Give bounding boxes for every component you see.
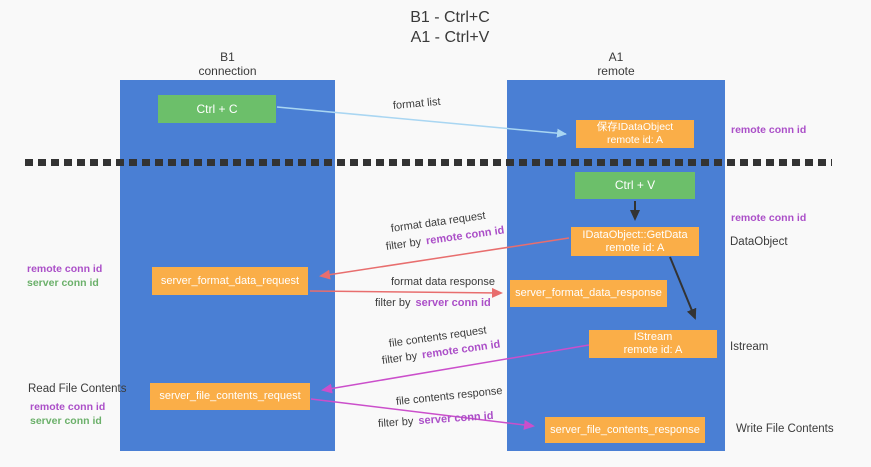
node-ctrl-v: Ctrl + V (575, 172, 695, 199)
node-save-idataobject-line2: remote id: A (606, 134, 664, 146)
node-istream-line1: IStream (633, 331, 673, 343)
lane-header-a1-remote: A1 remote (507, 50, 725, 78)
filter-by-text: filter by (381, 350, 418, 367)
filter-by-server-conn-id-label-2: filter by server conn id (378, 410, 494, 430)
node-server-format-data-request: server_format_data_request (152, 267, 308, 295)
left-remote-conn-id-upper: remote conn id (27, 263, 103, 275)
node-save-idataobject-line1: 保存IDataObject (596, 121, 674, 133)
lane-header-connection: connection (198, 64, 257, 78)
right-remote-conn-id-top: remote conn id (731, 124, 807, 136)
istream-label: Istream (730, 341, 769, 353)
lane-header-a1: A1 (608, 50, 624, 64)
node-server-file-contents-response: server_file_contents_response (545, 417, 705, 443)
dataobject-label: DataObject (730, 236, 788, 248)
write-file-contents-label: Write File Contents (736, 423, 834, 435)
node-ctrl-c: Ctrl + C (158, 95, 276, 123)
left-conn-ids-upper: remote conn id server conn id (27, 262, 102, 290)
node-server-file-contents-response-label: server_file_contents_response (550, 423, 700, 436)
left-server-conn-id-lower: server conn id (30, 415, 102, 427)
lane-header-remote: remote (597, 64, 635, 78)
format-data-response-label: format data response (391, 276, 495, 288)
left-conn-ids-lower: remote conn id server conn id (30, 400, 105, 428)
diagram-title: B1 - Ctrl+C A1 - Ctrl+V (330, 8, 570, 48)
format-data-response-arrow (309, 287, 503, 298)
lane-header-b1: B1 (220, 50, 235, 64)
node-server-file-contents-request-label: server_file_contents_request (159, 390, 301, 402)
read-file-contents-label: Read File Contents (28, 383, 127, 395)
right-remote-conn-id-mid: remote conn id (731, 212, 807, 224)
node-ctrl-v-label: Ctrl + V (614, 178, 656, 192)
node-ctrl-c-label: Ctrl + C (196, 101, 238, 116)
node-istream: IStream remote id: A (589, 330, 717, 358)
node-save-idataobject: 保存IDataObject remote id: A (576, 120, 694, 148)
format-list-label: format list (392, 95, 442, 112)
node-idataobject-getdata-line1: IDataObject::GetData (582, 228, 688, 241)
node-istream-line2: remote id: A (623, 344, 683, 356)
title-line-1: B1 - Ctrl+C (410, 9, 490, 26)
node-idataobject-getdata: IDataObject::GetData remote id: A (571, 227, 699, 256)
filter-by-text: filter by (377, 415, 414, 430)
node-server-format-data-request-label: server_format_data_request (160, 274, 300, 287)
filter-by-text: filter by (385, 236, 422, 253)
left-remote-conn-id-lower: remote conn id (30, 401, 106, 413)
server-conn-id-text: server conn id (415, 297, 491, 309)
server-conn-id-text: server conn id (418, 409, 494, 428)
node-idataobject-getdata-line2: remote id: A (605, 241, 665, 254)
node-server-format-data-response: server_format_data_response (510, 280, 667, 307)
node-server-file-contents-request: server_file_contents_request (150, 383, 310, 410)
filter-by-text: filter by (375, 297, 411, 309)
file-contents-response-label: file contents response (395, 384, 504, 408)
dashed-divider-line (25, 159, 832, 166)
title-line-2: A1 - Ctrl+V (410, 29, 490, 46)
filter-by-server-conn-id-label-1: filter by server conn id (375, 297, 491, 309)
node-server-format-data-response-label: server_format_data_response (515, 287, 662, 299)
left-server-conn-id-upper: server conn id (27, 277, 99, 289)
lane-header-b1-connection: B1 connection (120, 50, 335, 78)
